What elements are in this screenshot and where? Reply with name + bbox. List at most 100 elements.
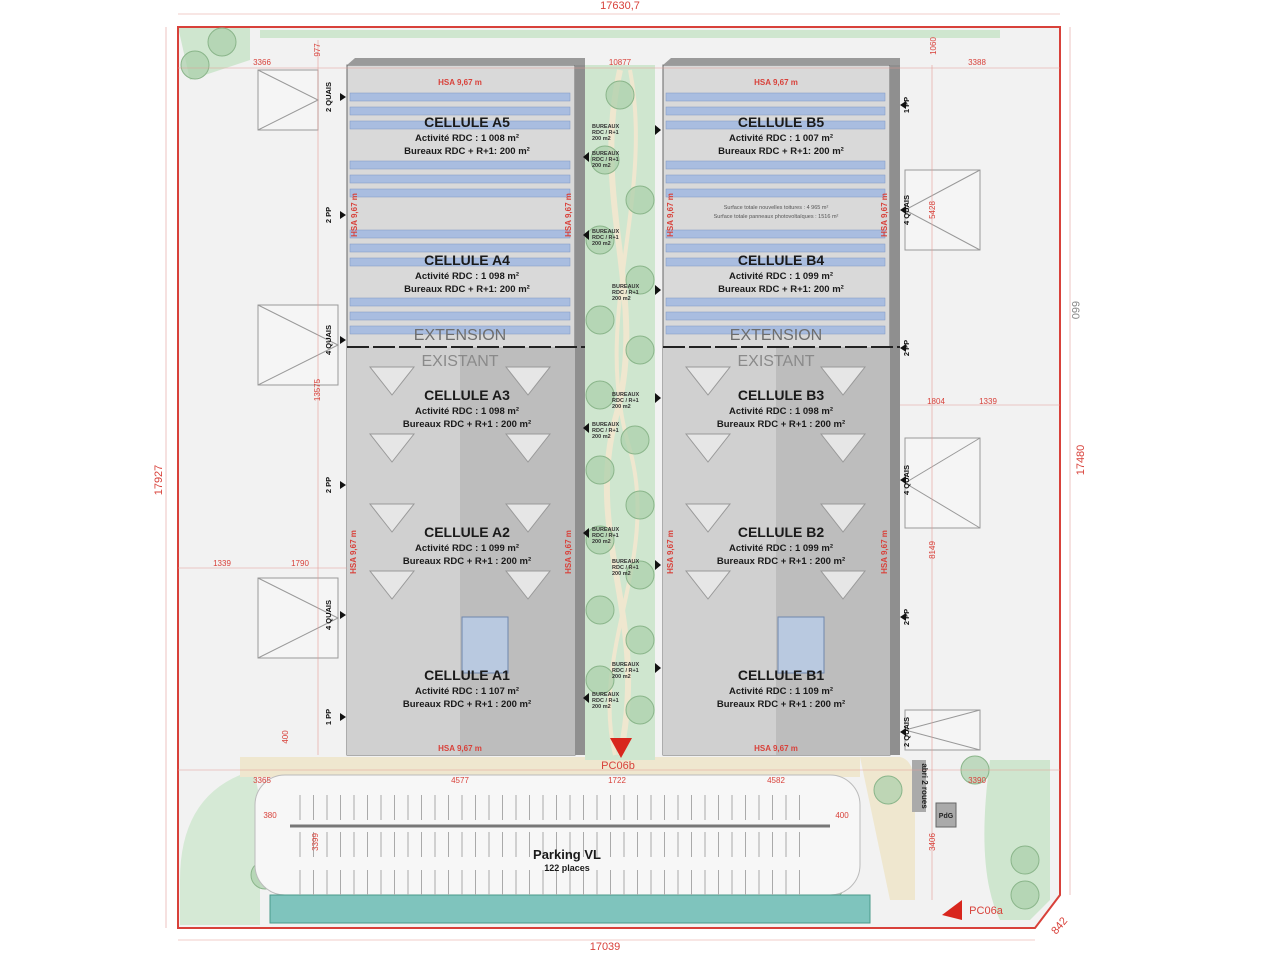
cell-bureaux: Bureaux RDC + R+1: 200 m² [404,284,530,295]
access-arrow-pc06b [610,738,632,758]
cell-bureaux: Bureaux RDC + R+1: 200 m² [404,146,530,157]
cell-bureaux: Bureaux RDC + R+1 : 200 m² [403,556,531,567]
cell-bureaux: Bureaux RDC + R+1 : 200 m² [717,699,845,710]
tree [620,425,650,455]
entrance-arrow-icon [655,560,661,570]
dock-label: 2 QUAIS [324,82,333,112]
dim-top: 17630,7 [600,0,640,12]
entrance-arrow-icon [583,230,589,240]
tree [625,490,655,520]
skylight [504,433,552,463]
pv-panel-row [665,243,886,253]
existant-label: EXISTANT [421,353,498,370]
bureaux-text: 200 m2 [612,674,631,680]
tree [625,265,655,295]
tree [625,625,655,655]
dim-right: 17480 [1075,445,1087,476]
abri-2-roues-label: abri 2 roues [920,763,929,809]
tree [1010,880,1040,910]
dim: 400 [835,811,849,820]
pv-panel-row [665,257,886,267]
tree [585,525,615,555]
tree [585,455,615,485]
pdg-label: PdG [939,813,954,820]
cell-name: CELLULE B2 [738,524,825,540]
dock-arrow-icon [900,101,906,109]
landscape-top [260,30,1000,38]
entrance-arrow-icon [583,152,589,162]
dim: 1339 [979,397,997,406]
pv-panel-row [349,325,571,335]
dim-bottom: 17039 [590,941,621,953]
pv-panel-row [349,229,571,239]
dock-area [257,69,319,131]
pv-panel-row [665,325,886,335]
pv-panel-row [349,257,571,267]
pv-panel-row [665,229,886,239]
cell-name: CELLULE B4 [738,252,825,268]
bureaux-text: RDC / R+1 [612,565,639,571]
tree [590,145,620,175]
tree [585,380,615,410]
surface-toitures: Surface totale nouvelles toitures : 4 96… [724,205,829,211]
bureaux-text: BUREAUX [592,229,620,235]
bureaux-text: BUREAUX [592,124,620,130]
parking-title: Parking VL [533,847,601,862]
dock-label: 4 QUAIS [324,600,333,630]
dock-arrow-icon [340,611,346,619]
pv-panel-row [349,92,571,102]
abri-2-roues [912,760,926,812]
dim: 3399 [311,833,320,851]
access-pc06b: PC06b [601,760,635,772]
tree [625,335,655,365]
hsa-label: HSA 9,67 m [438,744,482,753]
dock-label: 2 PP [902,340,911,356]
dock-arrow-icon [340,93,346,101]
dim-left: 17927 [153,465,165,496]
cell-name: CELLULE A1 [424,667,510,683]
dock-arrow-icon [340,481,346,489]
hsa-label: HSA 9,67 m [349,530,358,574]
extension-label: EXTENSION [414,327,506,344]
skylight [819,570,867,600]
skylight [368,366,416,396]
bureaux-text: RDC / R+1 [592,235,619,241]
dock-area [904,169,981,251]
dock-label: 2 PP [902,609,911,625]
landscape-parking-left [180,775,260,925]
cell-activite: Activité RDC : 1 098 m² [415,406,519,417]
dock-arrow-icon [900,728,906,736]
bureaux-text: BUREAUX [592,422,620,428]
dim: 1060 [929,37,938,55]
bureaux-text: RDC / R+1 [612,668,639,674]
tree [585,225,615,255]
cell-name: CELLULE B1 [738,667,825,683]
dock-area [257,577,339,659]
dim: 5428 [928,201,937,219]
hsa-label: HSA 9,67 m [754,744,798,753]
entrance-arrow-icon [583,423,589,433]
dim: 13575 [313,378,322,401]
bureaux-text: 200 m2 [592,704,611,710]
bureaux-text: BUREAUX [592,692,620,698]
dock-arrow-icon [900,613,906,621]
dock-label: 2 QUAIS [902,717,911,747]
tree [207,27,237,57]
cell-name: CELLULE A5 [424,114,510,130]
cell-activite: Activité RDC : 1 099 m² [729,271,833,282]
cell-bureaux: Bureaux RDC + R+1 : 200 m² [403,699,531,710]
dim: 400 [281,730,290,744]
dock-label: 2 PP [324,477,333,493]
skylight [684,366,732,396]
hsa-label: HSA 9,67 m [564,530,573,574]
tree [585,665,615,695]
cell-activite: Activité RDC : 1 098 m² [729,406,833,417]
skylight [684,503,732,533]
dim: 380 [263,811,277,820]
